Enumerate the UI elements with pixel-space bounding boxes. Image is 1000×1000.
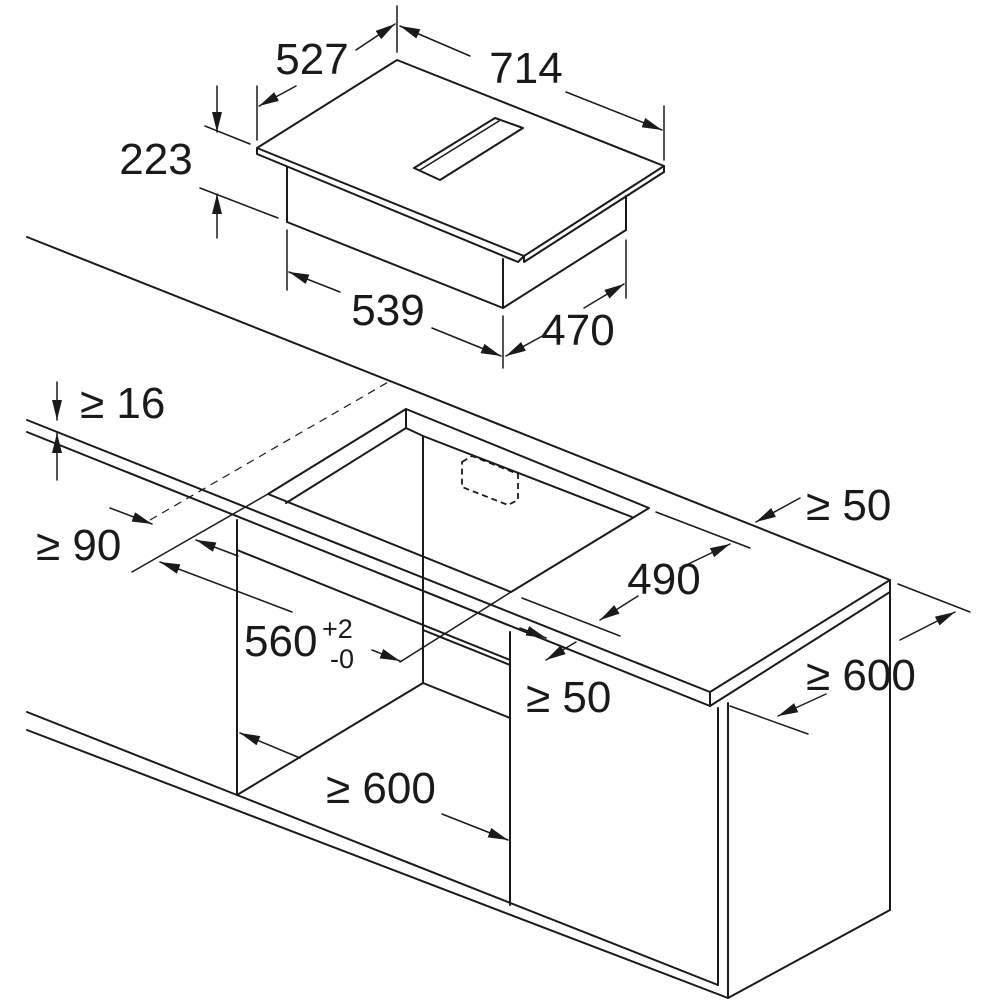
dim-side-gap: ≥ 50 [526, 673, 611, 722]
hob-vent-inner [419, 120, 500, 171]
ext-line [729, 705, 809, 735]
cutout-inner-back [405, 427, 424, 559]
dim-cutout-width-tol-minus: -0 [330, 644, 354, 674]
cabinet-back-upper [422, 629, 511, 666]
hob-body-front [286, 166, 504, 309]
dim-worktop-depth: ≥ 600 [806, 651, 916, 700]
ext-line [897, 583, 971, 613]
cutout-dashed-component [461, 455, 519, 506]
cabinet-right-bottom [727, 909, 891, 999]
dim-arrow-560 [371, 649, 401, 662]
hob-plate-edge-front [256, 147, 525, 263]
worktop-back-edge-left [26, 236, 391, 382]
hob-body-side [502, 195, 627, 309]
dim-arrow-rear-50 [755, 497, 801, 523]
plinth-top-left [26, 711, 238, 796]
dim-worktop-thickness: ≥ 16 [80, 379, 165, 428]
ext-line [199, 187, 279, 219]
dim-arrow-490 [679, 543, 731, 569]
hob-plate-edge-side [523, 165, 665, 263]
dim-arrow-470 [583, 283, 625, 309]
cabinet-back-floor [422, 682, 511, 719]
cabinet-front-rail [236, 549, 511, 661]
dim-front-gap: ≥ 90 [36, 521, 121, 570]
dim-arrow-539 [431, 327, 502, 357]
cutout-inner-left [285, 408, 407, 504]
dim-cutout-width-tol-plus: +2 [322, 614, 353, 644]
dim-539: 539 [351, 286, 424, 335]
dim-cabinet-width: ≥ 600 [326, 764, 436, 813]
dim-arrow-527 [355, 23, 396, 51]
dim-arrow-90 [109, 507, 153, 525]
plinth-top [236, 794, 719, 986]
dim-arrow-714 [399, 25, 471, 57]
dim-527: 527 [275, 35, 348, 84]
ext-line [131, 493, 269, 573]
cutout-opening [267, 408, 650, 593]
dim-arrow-600-depth [777, 693, 827, 717]
hob-vent-slot [413, 117, 524, 181]
plinth-bottom [26, 729, 729, 999]
dim-cutout-width: 560 [244, 617, 317, 666]
dim-arrow-470 [505, 333, 547, 357]
dim-223: 223 [119, 135, 192, 184]
worktop-front-edge [26, 419, 711, 693]
ext-line [655, 511, 751, 549]
dim-arrow-539 [288, 271, 341, 293]
dim-rear-gap: ≥ 50 [806, 481, 891, 530]
ext-line [399, 591, 512, 663]
worktop-back-edge-right [389, 380, 891, 581]
cutout-inner-right [422, 435, 633, 518]
worktop-cabinet: ≥ 16 ≥ 90 560 +2 -0 490 ≥ 50 ≥ 50 ≥ 600 [26, 236, 971, 999]
dim-arrow-600-width [441, 813, 509, 841]
dim-cutout-depth: 490 [627, 555, 700, 604]
hob-top-plate [256, 59, 665, 257]
dim-arrow-90 [195, 539, 239, 557]
ext-line [521, 597, 621, 637]
dim-arrow-600-depth [899, 611, 956, 641]
cabinet-floor-left [236, 682, 424, 796]
hob-product: 714 527 223 539 470 [119, 5, 665, 369]
dim-arrow-527 [258, 85, 297, 107]
worktop-front-edge-lower [26, 431, 711, 707]
dim-arrow-side-50 [519, 626, 547, 639]
dim-714: 714 [489, 44, 562, 93]
dim-arrow-714 [565, 91, 663, 131]
dim-arrow-600-width [239, 732, 301, 759]
dim-arrow-490 [599, 595, 639, 621]
dim-arrow-side-50 [545, 641, 577, 661]
dim-arrow-560 [159, 561, 293, 613]
hidden-line [149, 380, 391, 521]
ext-line [204, 125, 251, 145]
dim-470: 470 [541, 306, 614, 355]
